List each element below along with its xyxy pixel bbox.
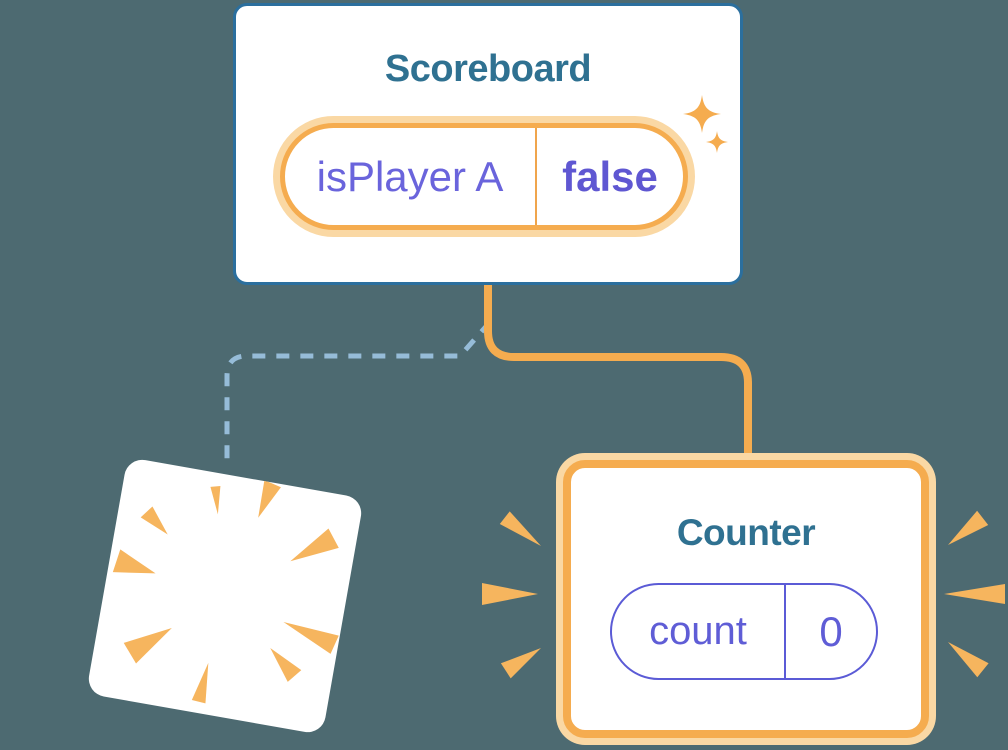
ray-wedge xyxy=(944,584,1005,604)
ray-wedge xyxy=(499,511,541,546)
ray-wedge xyxy=(112,549,156,574)
counter-state-pill: count 0 xyxy=(610,583,878,680)
ray-wedge xyxy=(191,662,209,704)
scoreboard-title: Scoreboard xyxy=(384,48,592,90)
ray-wedge xyxy=(270,648,302,682)
counter-component-card: Counter count 0 xyxy=(563,460,929,738)
ray-wedge xyxy=(482,583,538,605)
pill-divider xyxy=(784,585,786,678)
state-key-label: isPlayer A xyxy=(316,152,504,200)
state-value-label: 0 xyxy=(819,607,843,655)
counter-title: Counter xyxy=(676,512,816,553)
burst-icon xyxy=(112,480,339,704)
state-value-label: false xyxy=(562,152,658,200)
ray-wedge xyxy=(123,627,172,664)
destroyed-component-card xyxy=(85,456,365,736)
ray-wedge xyxy=(283,622,339,654)
ray-wedge xyxy=(948,642,989,678)
pill-divider xyxy=(535,128,537,225)
ray-wedge xyxy=(500,648,541,679)
ray-wedge xyxy=(290,528,339,562)
ray-wedge xyxy=(140,506,168,535)
deleted-branch-dashed-connector xyxy=(224,320,492,466)
tree-branch-connector xyxy=(484,284,752,462)
scoreboard-state-pill: isPlayer A false xyxy=(280,123,688,230)
scoreboard-component-card: Scoreboard isPlayer A false xyxy=(233,3,743,285)
state-key-label: count xyxy=(649,609,747,653)
ray-wedge xyxy=(210,486,221,515)
ray-wedge xyxy=(948,510,989,545)
ray-wedge xyxy=(258,480,281,518)
